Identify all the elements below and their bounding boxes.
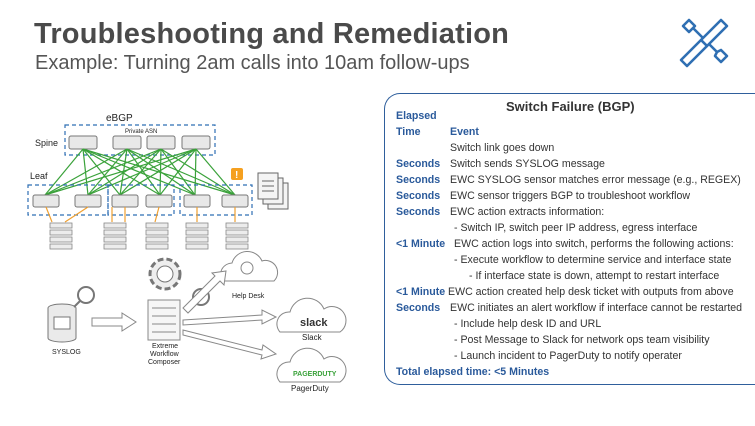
col-header-time: Time — [396, 126, 421, 138]
leaf-server-links — [45, 206, 236, 223]
spine-label: Spine — [35, 138, 58, 148]
ewc-label-line3: Composer — [148, 359, 181, 366]
alert-icon — [231, 168, 243, 180]
switch-failure-panel: Switch Failure (BGP) Elapsed Time Event … — [384, 93, 755, 385]
spine-leaf-links — [44, 148, 236, 196]
slack-cloud-icon — [276, 297, 347, 333]
total-elapsed-time: Total elapsed time: <5 Minutes — [396, 366, 550, 378]
col-header-event: Event — [450, 126, 479, 138]
pagerduty-cloud-icon — [276, 347, 347, 383]
ewc-gear-icon — [148, 257, 182, 291]
server-racks — [49, 222, 249, 250]
leaf-switches — [32, 194, 249, 208]
page-subtitle: Example: Turning 2am calls into 10am fol… — [35, 52, 470, 74]
syslog-documents-icon — [257, 172, 289, 210]
wrench-screwdriver-icon — [674, 13, 730, 69]
ebgp-label: eBGP — [106, 113, 133, 124]
ewc-label-line1: Extreme — [152, 343, 178, 350]
leaf-label: Leaf — [30, 171, 48, 181]
pagerduty-label: PagerDuty — [291, 384, 329, 393]
syslog-label: SYSLOG — [52, 349, 81, 356]
slack-label: Slack — [302, 333, 323, 342]
magnifier-icon — [73, 286, 95, 308]
ewc-workflow-doc-icon — [147, 299, 181, 341]
helpdesk-label: Help Desk — [232, 293, 265, 300]
leaf-groups — [27, 184, 253, 216]
helpdesk-cloud-icon — [219, 251, 279, 282]
ewc-to-destinations-arrows — [182, 270, 278, 360]
panel-title: Switch Failure (BGP) — [506, 99, 635, 114]
ewc-label-line2: Workflow — [150, 351, 180, 358]
spine-switches — [68, 135, 211, 150]
syslog-database-icon — [47, 303, 77, 343]
page-title: Troubleshooting and Remediation — [34, 18, 510, 50]
syslog-to-ewc-arrow — [91, 312, 137, 332]
private-asn-label: Private ASN — [125, 129, 157, 135]
alert-glyph: ! — [235, 170, 238, 181]
network-diagram: eBGP Private ASN Spine Leaf ! — [27, 113, 347, 393]
slack-logo-text: slack — [300, 317, 328, 329]
pagerduty-logo-text: PAGERDUTY — [293, 371, 337, 378]
